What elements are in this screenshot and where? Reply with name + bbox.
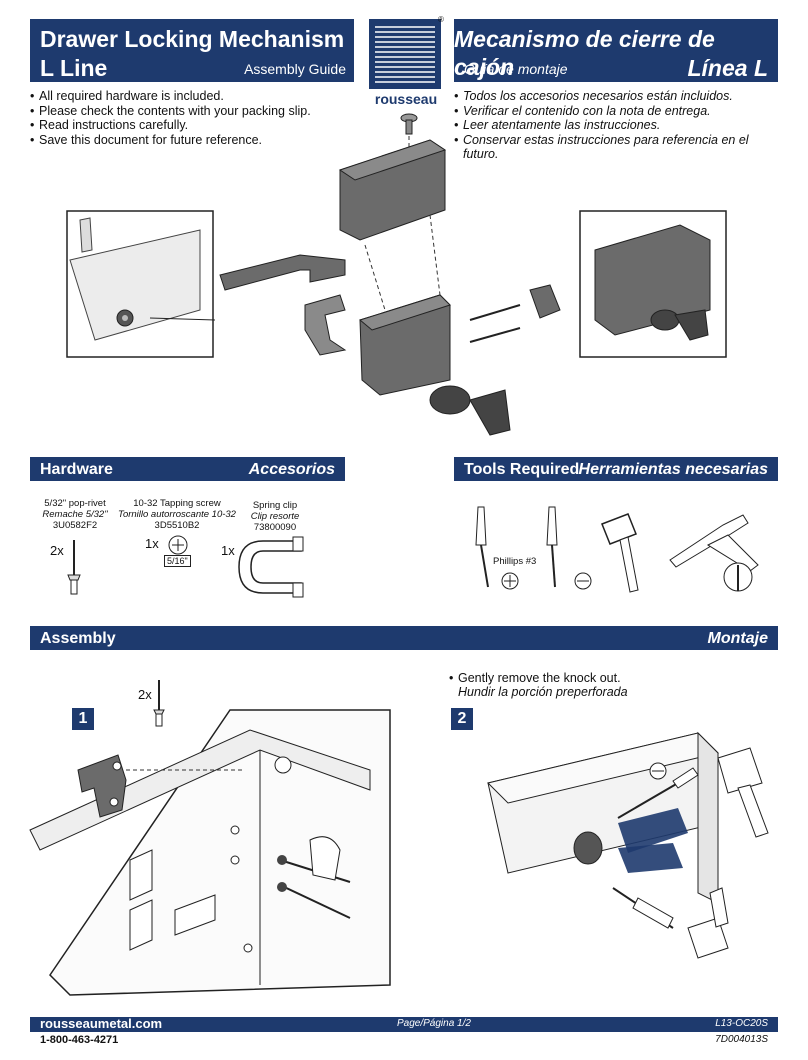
hw-clip-name-es: Clip resorte <box>250 511 300 522</box>
intro-list-en: All required hardware is included. Pleas… <box>30 89 350 147</box>
screwdriver-flat-icon <box>546 506 592 590</box>
step-2-text-es: Hundir la porción preperforada <box>458 685 628 699</box>
strike-plate <box>219 254 346 291</box>
step-1-qty: 2x <box>138 687 152 702</box>
title-es-line1: Mecanismo de cierre de cajón <box>454 26 715 80</box>
pop-rivet-icon <box>67 540 81 595</box>
hw-clip-name-en: Spring clip <box>252 500 298 511</box>
mallet-icon <box>601 513 639 593</box>
registered-mark: ® <box>438 15 444 24</box>
intro-item: Please check the contents with your pack… <box>30 104 350 119</box>
title-box-en: Drawer Locking Mechanism L Line Assembly… <box>30 19 354 82</box>
spring-clip-part <box>304 294 347 356</box>
hw-rivet-qty: 2x <box>50 543 64 558</box>
hardware-title-es: Accesorios <box>248 461 335 478</box>
hw-screw-label: 10-32 Tapping screw Tornillo autorroscan… <box>112 498 242 531</box>
footer-bar: rousseaumetal.com Page/Página 1/2 L13-OC… <box>30 1016 778 1032</box>
footer-doc: 7D004013S <box>715 1034 768 1045</box>
hw-rivet-name-en: 5/32" pop-rivet <box>44 498 106 509</box>
hw-clip-part: 73800090 <box>253 522 297 533</box>
assembly-bar: Assembly Montaje <box>30 626 778 650</box>
hw-rivet-label: 5/32" pop-rivet Remache 5/32" 3U0582F2 <box>30 498 120 531</box>
intro-item: Verificar el contenido con la nota de en… <box>454 104 764 119</box>
step-2-number: 2 <box>451 708 473 730</box>
step-2-text-en: Gently remove the knock out. <box>449 671 769 686</box>
rousseau-logo-icon <box>369 19 441 89</box>
hw-screw-qty: 1x <box>145 536 159 551</box>
phillips-label: Phillips #3 <box>493 556 537 567</box>
intro-item: Save this document for future reference. <box>30 133 350 148</box>
footer-code: L13-OC20S <box>715 1018 768 1029</box>
step-1-illustration <box>29 709 391 996</box>
footer-phone: 1-800-463-4271 <box>40 1034 119 1046</box>
tools-title-es: Herramientas necesarias <box>578 461 768 478</box>
title-en-line1: Drawer Locking Mechanism <box>40 26 345 52</box>
rivet-gun-icon <box>669 514 759 592</box>
screw-part <box>400 113 418 135</box>
tools-bar: Tools Required Herramientas necesarias <box>454 457 778 481</box>
hw-rivet-name-es: Remache 5/32" <box>42 509 108 520</box>
hardware-title-en: Hardware <box>40 461 113 478</box>
hw-screw-name-es: Tornillo autorroscante 10-32 <box>118 509 236 520</box>
step-1-rivet-icon <box>153 680 165 727</box>
tools-title-en: Tools Required <box>464 461 580 478</box>
title-en-line2: L Line <box>40 55 108 81</box>
screwdriver-phillips-icon <box>475 506 519 590</box>
hw-screw-name-en: 10-32 Tapping screw <box>133 498 221 509</box>
hw-screw-part: 3D5510B2 <box>154 520 200 531</box>
subtitle-es: Guía de montaje <box>464 61 568 77</box>
assembly-title-en: Assembly <box>40 630 116 647</box>
intro-item: All required hardware is included. <box>30 89 350 104</box>
brand-logo: ® rousseau <box>365 15 445 107</box>
tapping-screw-icon <box>168 535 188 555</box>
cover-bracket <box>338 139 447 241</box>
footer-website: rousseaumetal.com <box>40 1016 163 1031</box>
lock-inset-right <box>579 210 727 358</box>
spring-clip-icon <box>238 536 304 598</box>
intro-list-es: Todos los accesorios necesarios están in… <box>454 89 764 162</box>
title-es-line2: Línea L <box>687 55 768 81</box>
intro-item: Leer atentamente las instrucciones. <box>454 118 764 133</box>
assembly-title-es: Montaje <box>707 630 768 647</box>
rivets-part <box>469 284 561 343</box>
title-box-es: Mecanismo de cierre de cajón Guía de mon… <box>454 19 778 82</box>
footer-page: Page/Página 1/2 <box>397 1018 471 1029</box>
subtitle-en: Assembly Guide <box>244 61 346 77</box>
step-2-illustration <box>487 731 769 959</box>
hw-clip-label: Spring clip Clip resorte 73800090 <box>240 500 310 533</box>
hw-clip-qty: 1x <box>221 543 235 558</box>
intro-item: Read instructions carefully. <box>30 118 350 133</box>
hw-screw-size: 5/16" <box>164 555 191 567</box>
brand-name: rousseau <box>374 91 438 107</box>
step-2-text: Gently remove the knock out. <box>449 671 769 686</box>
drawer-inset-left <box>66 210 216 358</box>
intro-item: Conservar estas instrucciones para refer… <box>454 133 764 162</box>
step-1-number: 1 <box>72 708 94 730</box>
exploded-view-illustration <box>66 113 727 436</box>
hw-rivet-part: 3U0582F2 <box>52 520 98 531</box>
intro-item: Todos los accesorios necesarios están in… <box>454 89 764 104</box>
hardware-bar: Hardware Accesorios <box>30 457 345 481</box>
lock-body <box>358 294 511 436</box>
